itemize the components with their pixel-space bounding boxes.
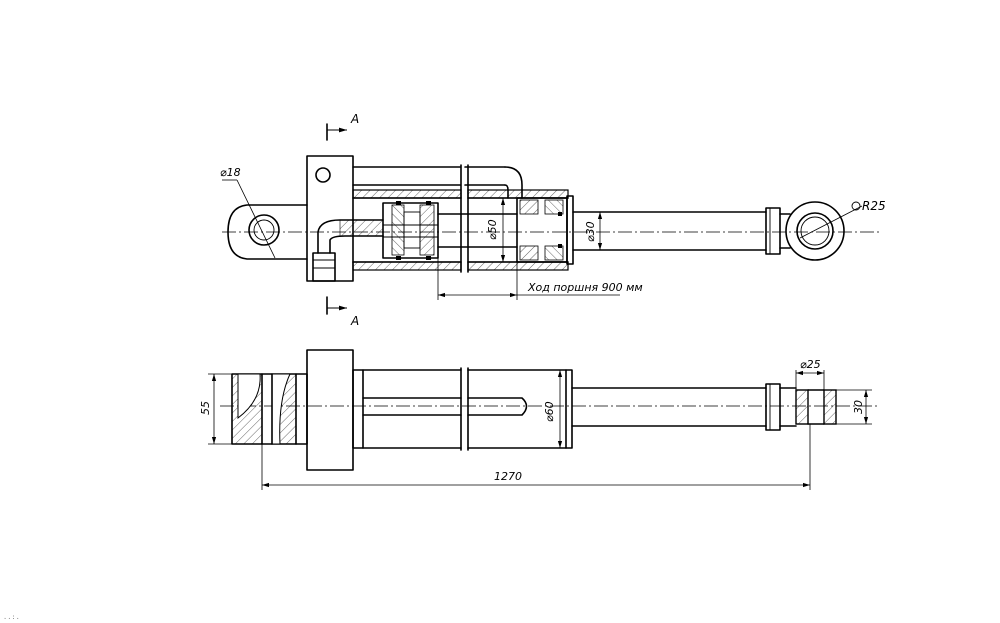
section-letter-top: A	[350, 112, 359, 126]
dim-rod-eye-radius: R25	[862, 199, 886, 213]
top-view: A A ⌀18	[220, 112, 886, 328]
dim-piston: ⌀50	[486, 198, 506, 262]
dim-piston-label: ⌀50	[486, 219, 499, 240]
dim-overall-length: 1270	[261, 424, 811, 490]
bottom-rod	[571, 383, 797, 431]
dim-stroke: Ход поршня 900 мм	[437, 258, 643, 300]
left-eye: ⌀18	[220, 166, 308, 260]
bottom-head-block	[306, 349, 364, 471]
rod-gland	[516, 195, 574, 265]
dim-left-height-label: 55	[199, 401, 212, 415]
section-marker-top: A	[326, 112, 359, 141]
dim-rod-label: ⌀30	[584, 221, 597, 242]
bottom-right-eye: ⌀25 30	[795, 358, 872, 425]
section-letter-bottom: A	[350, 314, 359, 328]
dim-eye-height-label: 30	[852, 400, 865, 414]
dim-rod: ⌀30	[584, 212, 603, 250]
dim-eye-hole: ⌀18	[220, 166, 241, 179]
right-eye: R25	[785, 199, 886, 261]
dim-stroke-label: Ход поршня 900 мм	[527, 281, 643, 294]
dim-cylinder-label: ⌀60	[543, 401, 556, 422]
bottom-left-clevis	[231, 373, 308, 445]
corner-mark: ..:.	[3, 613, 20, 621]
bottom-cylinder: ⌀60	[362, 367, 573, 451]
section-marker-bottom: A	[326, 296, 359, 328]
bottom-view: ⌀60 ⌀25 30	[199, 349, 880, 490]
head-block	[306, 155, 384, 282]
dim-overall-length-label: 1270	[494, 470, 522, 483]
dim-eye-bottom-label: ⌀25	[800, 358, 821, 371]
piston	[382, 201, 439, 260]
dim-left-height: 55	[199, 373, 232, 445]
